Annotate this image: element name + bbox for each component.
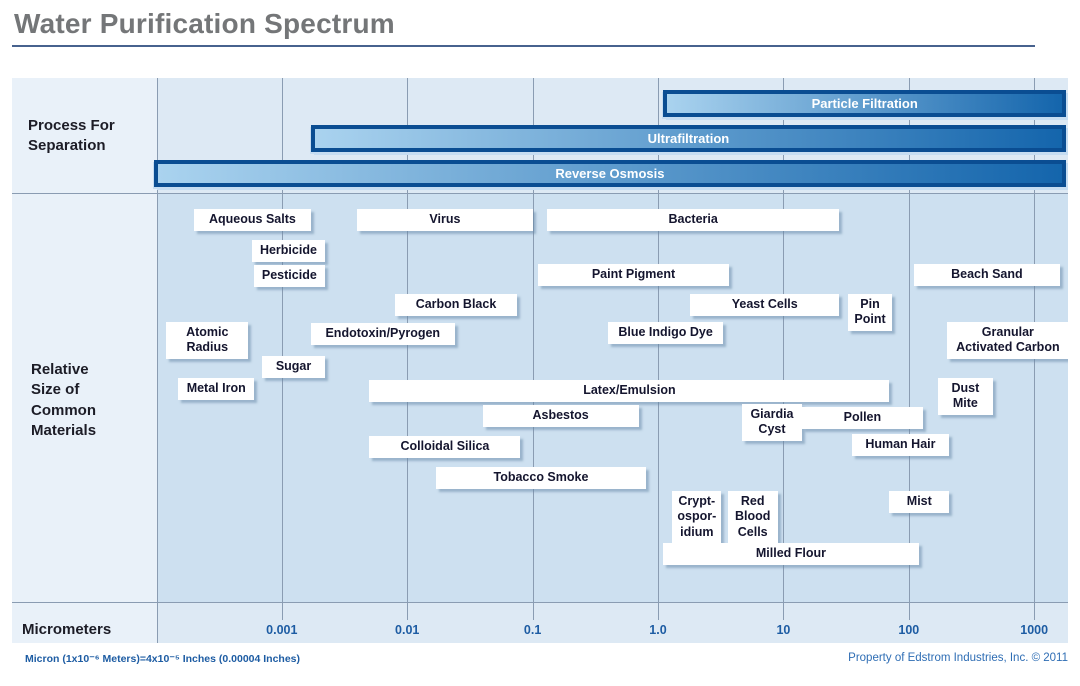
material-label-pin-point: Pin Point	[848, 294, 892, 331]
material-label-human-hair: Human Hair	[851, 434, 950, 456]
material-label-metal-iron: Metal Iron	[178, 378, 254, 400]
material-label-milled-flour: Milled Flour	[663, 543, 919, 565]
process-bar-label-particle-filtration: Particle Filtration	[811, 96, 918, 111]
process-section-label: Process For Separation	[28, 117, 115, 155]
material-label-atomic-radius: Atomic Radius	[166, 322, 249, 359]
process-bar-label-reverse-osmosis: Reverse Osmosis	[555, 166, 665, 181]
tick-label-0.001: 0.001	[266, 623, 298, 637]
label-column-divider	[157, 78, 158, 643]
material-label-bacteria: Bacteria	[546, 209, 840, 231]
tick-label-1000: 1000	[1020, 623, 1049, 637]
materials-section-label: Relative Size of Common Materials	[31, 361, 97, 439]
material-label-latex-emulsion: Latex/Emulsion	[369, 380, 890, 402]
micron-footnote: Micron (1x10⁻⁶ Meters)=4x10⁻⁵ Inches (0.…	[25, 653, 301, 665]
material-label-dust-mite: Dust Mite	[937, 378, 994, 415]
tick-label-100: 100	[898, 623, 920, 637]
material-label-carbon-black: Carbon Black	[395, 294, 517, 316]
copyright-note: Property of Edstrom Industries, Inc. © 2…	[848, 652, 1068, 664]
material-label-asbestos: Asbestos	[482, 405, 639, 427]
gridline-100	[908, 78, 910, 620]
materials-axis-divider	[12, 602, 1068, 603]
material-label-paint-pigment: Paint Pigment	[537, 264, 730, 286]
process-materials-divider	[12, 193, 1068, 194]
tick-label-0.01: 0.01	[395, 623, 420, 637]
process-bar-label-ultrafiltration: Ultrafiltration	[647, 131, 730, 146]
material-label-pesticide: Pesticide	[253, 265, 325, 287]
gridline-10	[783, 78, 785, 620]
material-label-virus: Virus	[357, 209, 533, 231]
title-underline	[12, 45, 1035, 47]
process-bar-reverse-osmosis: Reverse Osmosis	[153, 160, 1067, 187]
gridline-1.0	[658, 78, 659, 620]
material-label-mist: Mist	[889, 491, 950, 513]
material-label-beach-sand: Beach Sand	[913, 264, 1060, 286]
page-title: Water Purification Spectrum	[14, 8, 395, 39]
material-label-red-blood-cells: Red Blood Cells	[727, 491, 778, 543]
x-axis-title: Micrometers	[22, 621, 112, 638]
tick-label-10: 10	[776, 623, 791, 637]
gridline-0.1	[532, 78, 534, 620]
material-label-blue-indigo-dye: Blue Indigo Dye	[608, 322, 724, 344]
process-bar-ultrafiltration: Ultrafiltration	[310, 125, 1067, 152]
material-label-herbicide: Herbicide	[252, 240, 325, 262]
gridline-0.001	[281, 78, 283, 620]
material-label-aqueous-salts: Aqueous Salts	[194, 209, 311, 231]
material-label-colloidal-silica: Colloidal Silica	[369, 436, 521, 458]
left-column-panel	[12, 78, 157, 643]
spectrum-chart: Process For Separation Relative Size of …	[12, 78, 1068, 643]
material-label-endotoxin-pyrogen: Endotoxin/Pyrogen	[310, 323, 455, 345]
material-label-granular-activated-carbon: Granular Activated Carbon	[946, 322, 1068, 359]
material-label-sugar: Sugar	[262, 356, 325, 378]
material-label-crypt-ospor-idium: Crypt- ospor- idium	[672, 491, 722, 543]
material-label-yeast-cells: Yeast Cells	[690, 294, 840, 316]
gridline-0.01	[407, 78, 409, 620]
tick-label-0.1: 0.1	[523, 623, 542, 637]
material-label-pollen: Pollen	[801, 407, 924, 429]
tick-label-1.0: 1.0	[649, 623, 667, 637]
material-label-tobacco-smoke: Tobacco Smoke	[436, 467, 646, 489]
axis-band-panel	[157, 602, 1068, 643]
material-label-giardia-cyst: Giardia Cyst	[742, 404, 802, 441]
process-bar-particle-filtration: Particle Filtration	[663, 90, 1067, 117]
